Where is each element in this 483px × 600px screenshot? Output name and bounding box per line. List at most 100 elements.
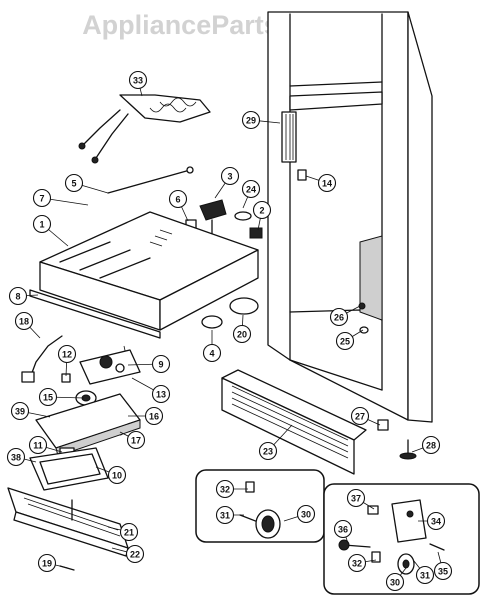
part-frame-38 — [29, 447, 109, 491]
callout-c8: 8 — [8, 286, 39, 306]
callout-number: 33 — [133, 76, 143, 86]
callout-number: 30 — [301, 510, 311, 520]
callout-circle — [433, 561, 453, 581]
part-kickplate-23 — [221, 369, 367, 475]
callout-circle — [350, 406, 370, 426]
callout-number: 1 — [39, 220, 44, 230]
callout-number: 17 — [131, 436, 141, 446]
part-light-2 — [249, 227, 263, 239]
callout-circle — [32, 188, 52, 208]
callout-number: 28 — [426, 441, 436, 451]
callout-circle — [241, 110, 261, 130]
callout-c2: 2 — [252, 200, 272, 231]
callout-c34: 34 — [418, 511, 446, 531]
part-gasket-29 — [281, 111, 297, 163]
callout-c27: 27 — [350, 406, 381, 426]
part-panel-39 — [35, 393, 141, 457]
part-clip-14 — [297, 169, 307, 181]
callout-c23: 23 — [258, 424, 293, 461]
callout-circle — [215, 505, 235, 525]
callout-circle — [151, 354, 171, 374]
callout-circle — [296, 504, 316, 524]
callout-circle — [329, 307, 349, 327]
callout-c24: 24 — [241, 179, 261, 209]
callout-circle — [57, 344, 77, 364]
refrigerator-cabinet — [267, 11, 433, 423]
callout-circle — [119, 522, 139, 542]
callout-c37: 37 — [346, 488, 375, 510]
callout-c31b: 31 — [413, 560, 435, 585]
callout-c38: 38 — [6, 447, 37, 467]
callout-number: 19 — [42, 559, 52, 569]
callout-c32a: 32 — [215, 479, 248, 499]
callout-circle — [252, 200, 272, 220]
callout-c39: 39 — [10, 401, 51, 421]
callout-c32b: 32 — [347, 553, 377, 573]
callout-circle — [426, 511, 446, 531]
callout-number: 8 — [15, 292, 20, 302]
callout-number: 3 — [227, 172, 232, 182]
callout-c1: 1 — [32, 214, 69, 247]
callout-number: 7 — [39, 194, 44, 204]
callout-c17: 17 — [119, 430, 146, 450]
callout-circle — [168, 189, 188, 209]
callout-circle — [64, 173, 84, 193]
callout-circle — [215, 479, 235, 499]
callout-number: 13 — [156, 390, 166, 400]
callout-number: 16 — [149, 412, 159, 422]
part-leveler-28 — [399, 439, 417, 460]
callout-c20: 20 — [232, 314, 252, 344]
callout-circle — [107, 465, 127, 485]
part-cap-25 — [359, 326, 369, 334]
part-rod-5 — [107, 169, 191, 194]
callout-c16: 16 — [128, 406, 164, 426]
callout-c31a: 31 — [215, 505, 244, 525]
part-bracket-13 — [79, 349, 141, 385]
part-screw-26 — [358, 302, 366, 310]
callout-number: 31 — [420, 571, 430, 581]
callout-circle — [346, 488, 366, 508]
callout-c26: 26 — [329, 305, 361, 327]
callout-c22: 22 — [111, 544, 145, 564]
callout-circle — [335, 331, 355, 351]
callout-c15: 15 — [38, 387, 85, 407]
callout-c19: 19 — [37, 553, 69, 573]
callout-number: 36 — [338, 525, 348, 535]
callout-circle — [37, 553, 57, 573]
callout-number: 22 — [130, 550, 140, 560]
callout-c6: 6 — [168, 189, 189, 222]
callout-circle — [32, 214, 52, 234]
callout-number: 23 — [263, 447, 273, 457]
callout-number: 2 — [259, 206, 264, 216]
callout-number: 37 — [351, 494, 361, 504]
callout-circle — [347, 553, 367, 573]
callout-number: 39 — [15, 407, 25, 417]
callout-c7: 7 — [32, 188, 89, 208]
callout-number: 32 — [352, 559, 362, 569]
callout-number: 10 — [112, 471, 122, 481]
callout-c11: 11 — [28, 435, 63, 455]
callout-number: 26 — [334, 313, 344, 323]
callout-number: 27 — [355, 412, 365, 422]
callout-circle — [28, 435, 48, 455]
part-bracket-27 — [377, 419, 389, 431]
callout-c14: 14 — [305, 173, 337, 193]
callout-c30a: 30 — [283, 504, 316, 524]
callout-c28: 28 — [411, 435, 441, 455]
callout-circle — [6, 447, 26, 467]
callout-circle — [421, 435, 441, 455]
callout-c9: 9 — [127, 354, 171, 374]
part-vent-21-22 — [7, 487, 129, 557]
callout-number: 38 — [11, 453, 21, 463]
callout-circle — [202, 343, 222, 363]
callout-c10: 10 — [95, 465, 127, 485]
callout-circle — [415, 565, 435, 585]
callout-number: 25 — [340, 337, 350, 347]
callout-circle — [10, 401, 30, 421]
callout-number: 11 — [33, 441, 43, 451]
callout-circle — [333, 519, 353, 539]
callout-c4: 4 — [202, 330, 222, 363]
callout-number: 32 — [220, 485, 230, 495]
